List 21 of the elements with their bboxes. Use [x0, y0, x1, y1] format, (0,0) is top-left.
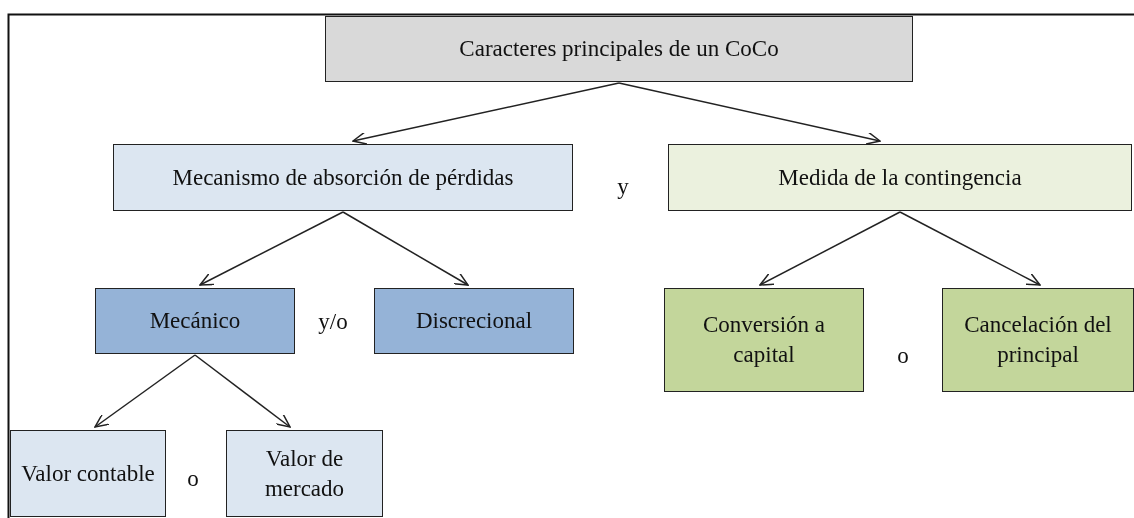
arrow [618, 82, 881, 145]
connector-word: o [187, 466, 199, 492]
option-box: Valor contable [10, 430, 166, 517]
option-box: Cancelación del principal [942, 288, 1134, 392]
arrow [759, 211, 901, 286]
connector-word: y [617, 174, 629, 200]
option-box: Conversión a capital [664, 288, 864, 392]
option-box: Valor de mercado [226, 430, 383, 517]
connector-word: y/o [318, 309, 348, 335]
arrow [899, 211, 1041, 286]
option-box: Discrecional [374, 288, 574, 354]
option-box: Mecánico [95, 288, 295, 354]
title-box: Caracteres principales de un CoCo [325, 16, 913, 82]
category-box: Medida de la contingencia [668, 144, 1132, 211]
arrow [342, 211, 469, 286]
arrow [199, 211, 344, 286]
category-box: Mecanismo de absorción de pérdidas [113, 144, 573, 211]
arrow [94, 354, 196, 428]
connector-word: o [897, 343, 909, 369]
arrow [352, 82, 620, 145]
arrow [194, 354, 291, 428]
